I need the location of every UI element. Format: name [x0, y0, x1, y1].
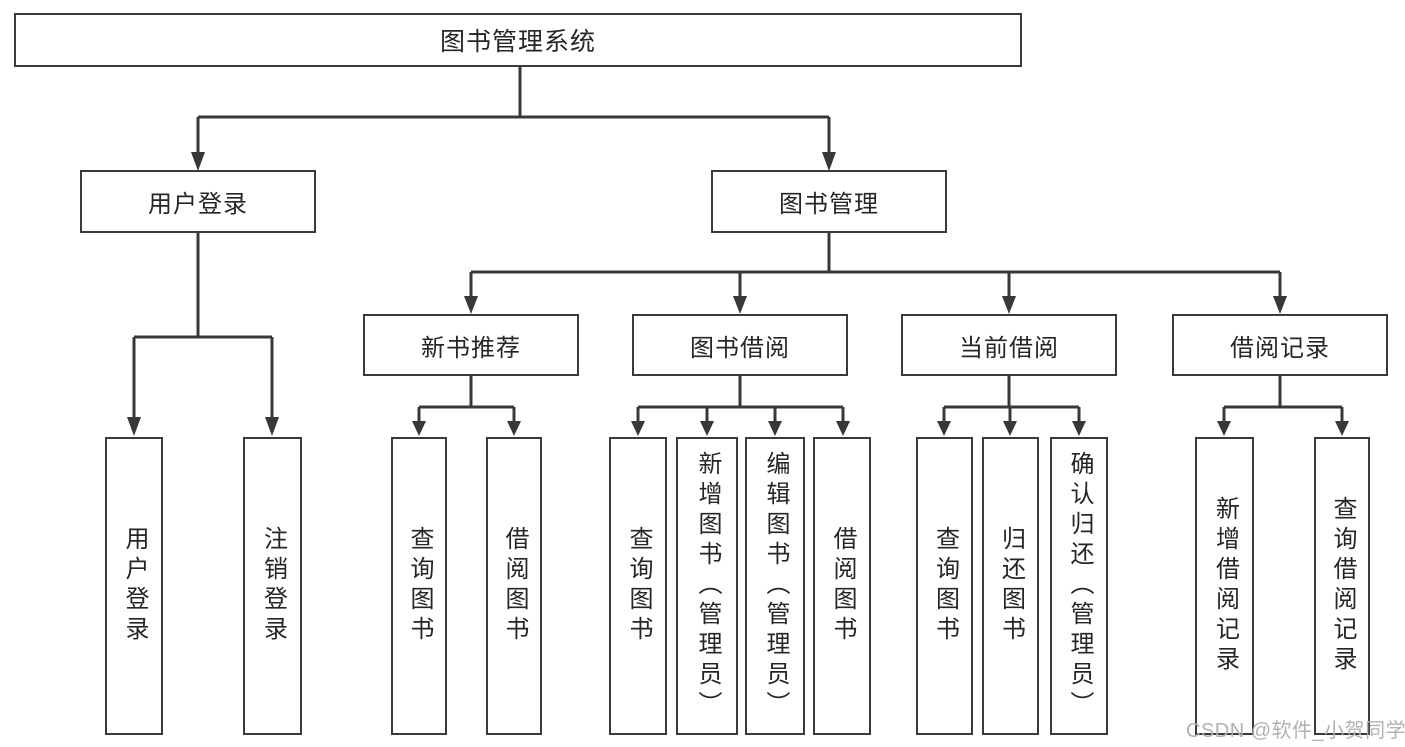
csdn-watermark: CSDN @软件_小贺同学	[1186, 720, 1405, 742]
node-new-book-recommend: 新书推荐	[363, 314, 579, 376]
node-label: 归还图书	[997, 526, 1025, 646]
node-logout-action: 注销登录	[243, 437, 302, 735]
node-label: 注销登录	[259, 526, 287, 646]
node-book-borrowing: 图书借阅	[632, 314, 848, 376]
node-confirm-return-admin: 确认归还（管理员）	[1050, 437, 1108, 735]
node-label: 用户登录	[121, 526, 148, 646]
node-label: 图书借阅	[690, 334, 790, 362]
node-add-books-admin: 新增图书（管理员）	[676, 437, 738, 735]
node-query-books-borrow: 查询图书	[609, 437, 667, 735]
node-label: 当前借阅	[959, 334, 1059, 362]
node-user-login-action: 用户登录	[105, 437, 163, 735]
node-label: 新书推荐	[421, 334, 521, 362]
node-return-books: 归还图书	[982, 437, 1039, 735]
node-label: 借阅图书	[501, 526, 528, 646]
node-label: 借阅记录	[1230, 334, 1330, 362]
node-label: 借阅图书	[829, 526, 856, 646]
node-label: 查询图书	[931, 526, 959, 646]
node-label: 查询借阅记录	[1329, 496, 1356, 676]
node-label: 新增图书（管理员）	[694, 451, 721, 721]
node-label: 图书管理	[779, 191, 879, 218]
node-borrow-books-recommend: 借阅图书	[486, 437, 542, 735]
node-label: 图书管理系统	[439, 28, 596, 56]
node-label: 确认归还（管理员）	[1066, 451, 1093, 721]
node-label: 新增借阅记录	[1211, 496, 1239, 676]
node-add-borrow-record: 新增借阅记录	[1195, 437, 1254, 735]
node-label: 用户登录	[148, 191, 248, 218]
node-label: 编辑图书（管理员）	[762, 451, 789, 721]
node-user-login: 用户登录	[80, 170, 316, 233]
node-edit-books-admin: 编辑图书（管理员）	[745, 437, 805, 735]
node-borrow-records: 借阅记录	[1172, 314, 1388, 376]
node-label: 查询图书	[406, 526, 433, 646]
node-query-books-recommend: 查询图书	[391, 437, 447, 735]
node-label: 查询图书	[625, 526, 652, 646]
node-query-books-current: 查询图书	[916, 437, 973, 735]
node-book-management: 图书管理	[711, 170, 947, 233]
node-query-borrow-record: 查询借阅记录	[1314, 437, 1370, 735]
node-current-borrowing: 当前借阅	[901, 314, 1117, 376]
node-library-management-system: 图书管理系统	[14, 13, 1022, 67]
node-borrow-books-action: 借阅图书	[813, 437, 871, 735]
